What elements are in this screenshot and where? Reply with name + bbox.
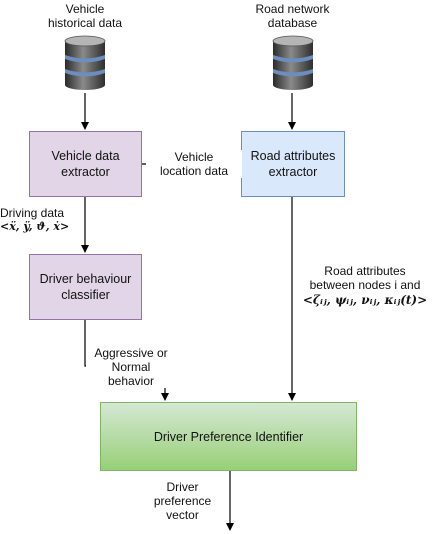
- driver-behaviour-classifier: Driver behaviour classifier: [29, 254, 142, 320]
- road-network-database-label: Road network database: [255, 2, 330, 30]
- road-attributes-label: Road attributes between nodes i and <ζᵢⱼ…: [296, 264, 434, 307]
- driver-preference-identifier: Driver Preference Identifier: [100, 402, 357, 471]
- vehicle-database-icon: [64, 35, 106, 90]
- driving-data-label: Driving data <ẍ, ÿ, ϑ, ẋ>: [0, 206, 70, 233]
- vehicle-data-extractor: Vehicle data extractor: [29, 131, 142, 197]
- behavior-label: Aggressive or Normal behavior: [86, 346, 176, 388]
- driver-preference-vector-label: Driver preference vector: [153, 480, 212, 522]
- road-attributes-extractor: Road attributes extractor: [241, 131, 345, 197]
- vehicle-location-data-label: Vehicle location data: [146, 150, 242, 178]
- road-database-icon: [272, 35, 314, 90]
- vehicle-historical-data-label: Vehicle historical data: [47, 2, 123, 30]
